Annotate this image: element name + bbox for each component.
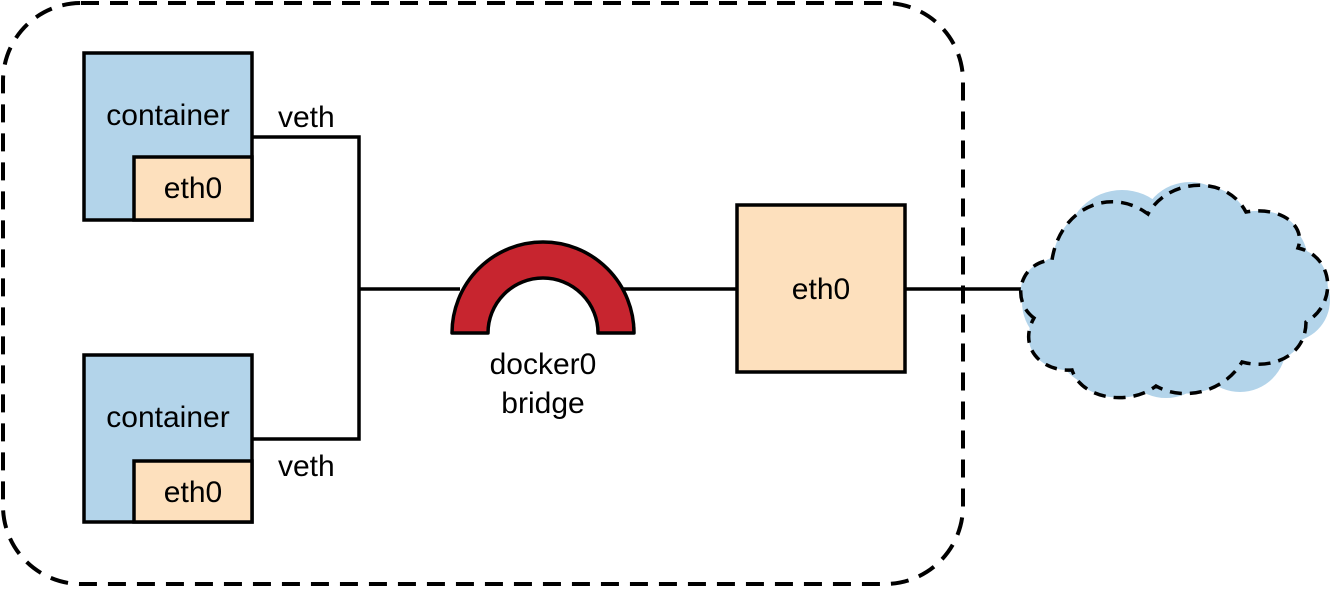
host-boundary — [1, 1, 965, 586]
docker0-bridge: docker0 bridge — [450, 240, 636, 420]
bridge-type-label: bridge — [501, 387, 584, 420]
container-label: container — [106, 99, 229, 132]
container-1: container eth0 veth — [82, 51, 335, 222]
bridge-name-label: docker0 — [490, 348, 597, 381]
veth-link-top — [252, 135, 361, 441]
cloud-icon — [1018, 182, 1330, 400]
veth-label: veth — [278, 101, 335, 134]
container-eth0-box — [132, 459, 254, 524]
host-eth0-box — [735, 203, 907, 374]
container-label: container — [106, 401, 229, 434]
cloud-outline — [1018, 183, 1330, 400]
host-eth0-label: eth0 — [792, 273, 850, 306]
container-eth0-box — [132, 155, 254, 222]
container-eth0-label: eth0 — [164, 476, 222, 509]
veth-label: veth — [278, 450, 335, 483]
host-eth0: eth0 — [735, 203, 907, 374]
bridge-arch-icon — [450, 240, 636, 335]
container-eth0-label: eth0 — [164, 172, 222, 205]
container-2: container eth0 veth — [82, 353, 335, 524]
connection-lines — [252, 135, 1024, 441]
